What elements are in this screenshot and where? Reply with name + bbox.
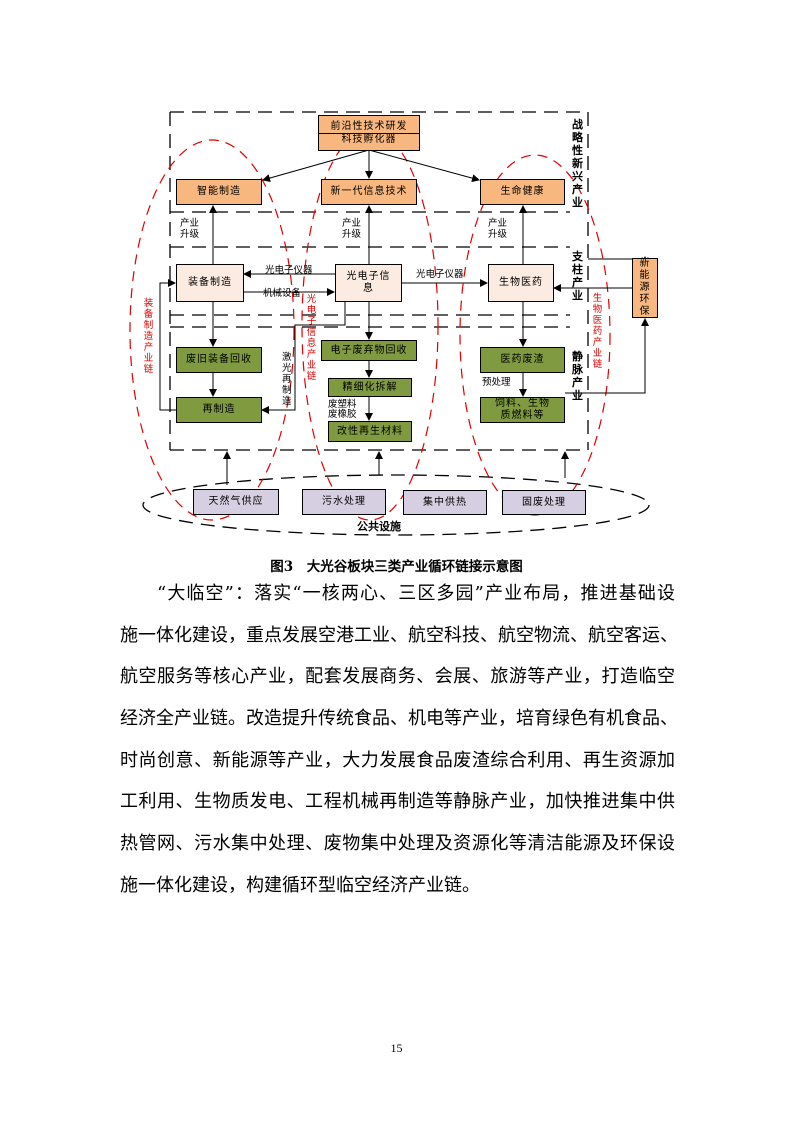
- used-equipment-recycling-box: 废旧装备回收: [176, 347, 262, 373]
- figure-caption: 图3 大光谷板块三类产业循环链接示意图: [270, 559, 523, 575]
- bio-chain-ellipse: [459, 154, 611, 516]
- sewage-treatment-box: 污水处理: [302, 489, 386, 515]
- smart-manufacturing-box: 智能制造: [176, 179, 262, 205]
- public-facilities-label: 公共设施: [354, 521, 404, 532]
- equipment-manufacturing-box: 装备制造: [176, 264, 244, 302]
- chain-label-bio: 生物医药产业链: [592, 293, 603, 370]
- remanufacturing-box: 再制造: [176, 397, 262, 423]
- page-number: 15: [390, 1041, 403, 1055]
- central-heating-box: 集中供热: [403, 490, 487, 515]
- public-facilities-ellipse: [142, 474, 650, 536]
- tier-label-venous: 静脉产业: [572, 350, 583, 402]
- tier-label-pillar: 支柱产业: [572, 250, 583, 302]
- life-health-box: 生命健康: [480, 179, 565, 205]
- tier-label-strategic: 战略性新兴产业: [572, 118, 583, 209]
- gas-supply-box: 天然气供应: [193, 489, 279, 515]
- optoelectronic-box: 光电子信息: [335, 264, 402, 302]
- opto-chain-ellipse: [301, 129, 439, 521]
- figure-diagram: 前沿性技术研发 科技孵化器 智能制造 新一代信息技术 生命健康 产业升级 产业升…: [0, 0, 793, 545]
- upgrade-label: 产业升级: [488, 218, 508, 240]
- body-paragraph: “大临空”：落实“一核两心、三区多园”产业布局，推进基础设 施一体化建设，重点发…: [120, 583, 678, 896]
- outer-dashed-frame: [169, 111, 589, 451]
- modified-recycled-material-box: 改性再生材料: [328, 421, 412, 442]
- chain-label-equipment: 装备制造产业链: [143, 298, 154, 375]
- biomedicine-box: 生物医药: [488, 264, 554, 302]
- next-gen-it-box: 新一代信息技术: [321, 179, 417, 205]
- solid-waste-box: 固废处理: [502, 490, 586, 515]
- upgrade-label: 产业升级: [180, 218, 200, 240]
- fine-dismantling-box: 精细化拆解: [328, 378, 412, 397]
- diagram-lines: [129, 111, 650, 536]
- upgrade-label: 产业升级: [342, 218, 362, 240]
- equipment-chain-ellipse: [129, 139, 295, 521]
- feed-biofuel-box: 饲料、生物质燃料等: [480, 397, 565, 423]
- medical-waste-box: 医药废渣: [480, 347, 565, 373]
- e-waste-recycling-box: 电子废弃物回收: [321, 340, 417, 361]
- chain-label-opto: 光电子信息产业链: [306, 294, 317, 382]
- frontier-tech-box: 前沿性技术研发 科技孵化器: [318, 115, 420, 151]
- new-energy-box: 新能源环保: [632, 258, 658, 318]
